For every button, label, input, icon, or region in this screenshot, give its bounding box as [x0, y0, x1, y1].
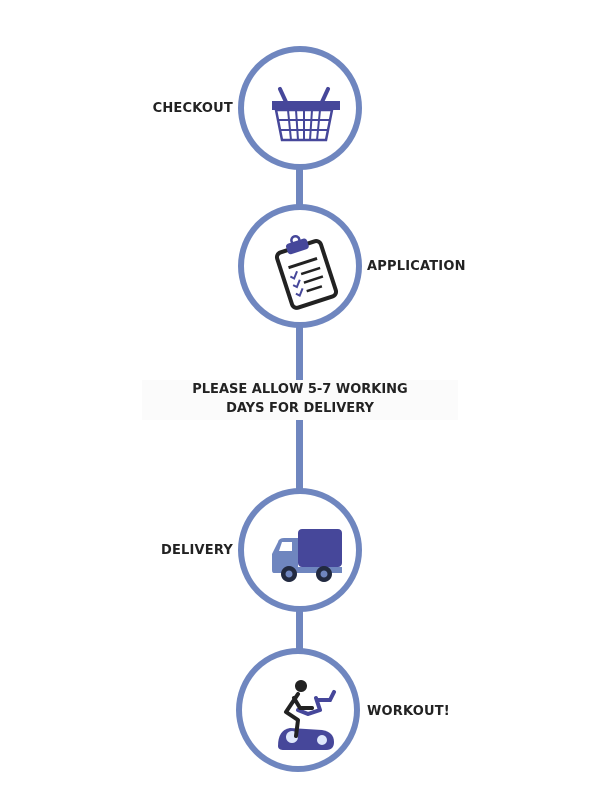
- checkout-step-circle: [238, 46, 362, 170]
- connector-line-3: [296, 420, 303, 492]
- connector-line-4: [296, 608, 303, 652]
- application-label: APPLICATION: [367, 259, 466, 274]
- delivery-label: DELIVERY: [160, 543, 233, 558]
- workout-label: WORKOUT!: [367, 704, 450, 719]
- application-step-circle: [238, 204, 362, 328]
- note-line-1: PLEASE ALLOW 5-7 WORKING: [192, 382, 408, 397]
- exercise-bike-icon: [278, 680, 336, 750]
- clipboard-checklist-icon: [274, 234, 339, 310]
- workout-step-circle: [236, 648, 360, 772]
- shopping-basket-icon: [272, 87, 340, 142]
- note-line-2: DAYS FOR DELIVERY: [226, 401, 374, 416]
- delivery-time-note: PLEASE ALLOW 5-7 WORKING DAYS FOR DELIVE…: [142, 380, 458, 420]
- connector-line-2: [296, 324, 303, 380]
- delivery-truck-icon: [272, 529, 342, 582]
- delivery-step-circle: [238, 488, 362, 612]
- connector-line-1: [296, 166, 303, 210]
- checkout-label: CHECKOUT: [152, 101, 233, 116]
